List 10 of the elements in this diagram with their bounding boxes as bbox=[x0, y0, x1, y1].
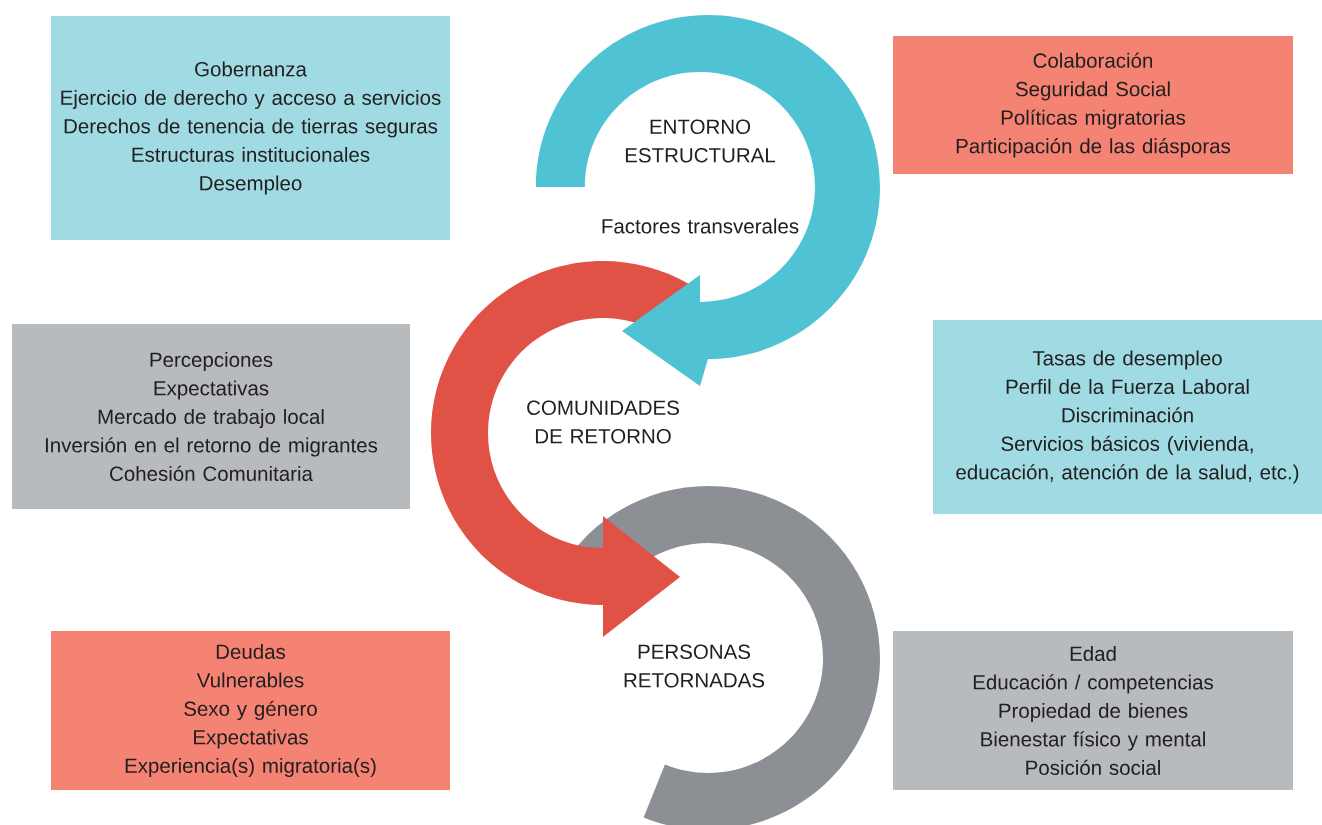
arrow-label: PERSONAS RETORNADAS bbox=[624, 644, 765, 688]
info-box: Deudas Vulnerables Sexo y género Expectativas Experiencia(s) migratoria(s) bbox=[51, 631, 450, 790]
arrow-label: COMUNIDADES DE RETORNO bbox=[527, 400, 679, 444]
arrow-label: ENTORNO ESTRUCTURAL bbox=[625, 119, 776, 163]
info-box: Edad Educación / competencias Propiedad de bienes Bienestar físico y mental Posición social bbox=[893, 631, 1293, 790]
info-box: Colaboración Seguridad Social Políticas migratorias Participación de las diásporas bbox=[893, 36, 1293, 174]
info-box: Tasas de desempleo Perfil de la Fuerza Laboral Discriminación Servicios básicos (vivienda, educación, atención de la salud, etc.) bbox=[933, 320, 1322, 514]
arrow-label: Factores transverales bbox=[602, 218, 799, 234]
info-box: Percepciones Expectativas Mercado de trabajo local Inversión en el retorno de migrantes Cohesión Comunitaria bbox=[12, 324, 410, 509]
info-box: Gobernanza Ejercicio de derecho y acceso a servicios Derechos de tenencia de tierras seguras Estructuras institucionales Desempleo bbox=[51, 16, 450, 240]
